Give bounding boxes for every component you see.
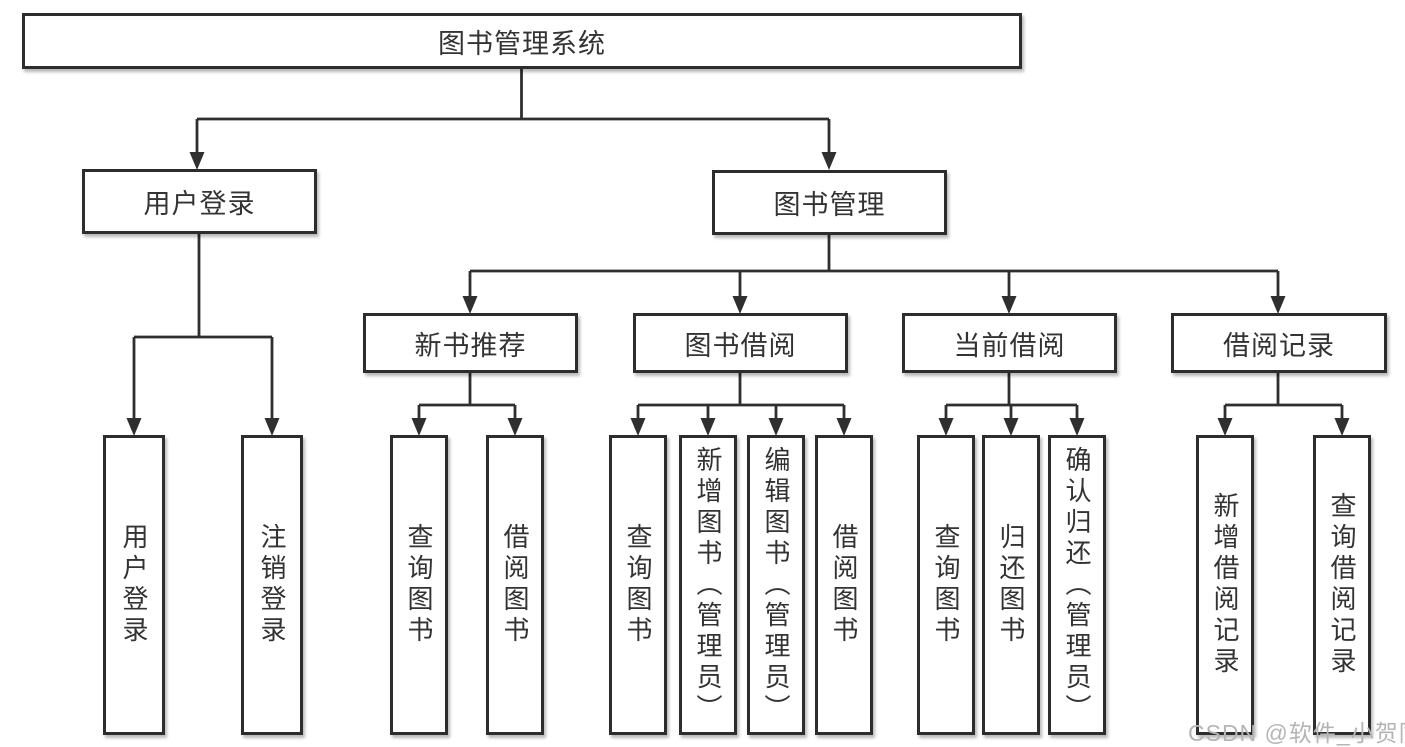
- leaf-cb-return-books-label: 归还图书: [996, 523, 1026, 647]
- csdn-watermark: CSDN @软件_小贺同学: [1188, 720, 1405, 746]
- node-library-system-label: 图书管理系统: [438, 28, 606, 59]
- leaf-logout-login-label: 注销登录: [257, 523, 287, 647]
- node-new-book-recommend-label: 新书推荐: [414, 330, 527, 361]
- leaf-cb-query-books-label: 查询图书: [931, 523, 961, 647]
- leaf-cb-query-books: 查询图书: [917, 435, 975, 735]
- node-user-login-label: 用户登录: [143, 189, 256, 219]
- node-book-borrow-label: 图书借阅: [684, 330, 797, 361]
- leaf-br-query-record-label: 查询借阅记录: [1327, 492, 1357, 678]
- node-borrow-records-label: 借阅记录: [1223, 330, 1335, 361]
- node-book-management-label: 图书管理: [773, 190, 886, 220]
- leaf-user-login-label: 用户登录: [119, 523, 149, 647]
- leaf-cb-confirm-return-admin-label: 确认归还（管理员）: [1062, 445, 1092, 725]
- leaf-cb-confirm-return-admin: 确认归还（管理员）: [1048, 435, 1106, 735]
- leaf-nb-borrow-books: 借阅图书: [486, 435, 544, 735]
- leaf-bb-borrow-books: 借阅图书: [815, 435, 873, 735]
- leaf-bb-edit-book-admin: 编辑图书（管理员）: [747, 435, 805, 735]
- node-book-borrow: 图书借阅: [633, 313, 848, 373]
- leaf-br-query-record: 查询借阅记录: [1313, 435, 1371, 735]
- leaf-nb-borrow-books-label: 借阅图书: [500, 523, 530, 647]
- leaf-bb-edit-book-admin-label: 编辑图书（管理员）: [761, 445, 791, 725]
- node-current-borrow-label: 当前借阅: [953, 330, 1066, 361]
- leaf-br-add-record: 新增借阅记录: [1196, 435, 1254, 735]
- leaf-br-add-record-label: 新增借阅记录: [1210, 492, 1240, 678]
- leaf-bb-borrow-books-label: 借阅图书: [829, 523, 859, 647]
- leaf-nb-query-books-label: 查询图书: [404, 523, 434, 647]
- leaf-bb-add-book-admin-label: 新增图书（管理员）: [693, 445, 723, 725]
- leaf-user-login: 用户登录: [103, 435, 165, 735]
- leaf-bb-query-books-label: 查询图书: [623, 523, 653, 647]
- node-borrow-records: 借阅记录: [1171, 313, 1387, 373]
- leaf-logout-login: 注销登录: [241, 435, 303, 735]
- node-book-management: 图书管理: [712, 170, 947, 235]
- node-new-book-recommend: 新书推荐: [363, 313, 578, 373]
- node-library-system: 图书管理系统: [22, 13, 1022, 69]
- leaf-bb-query-books: 查询图书: [609, 435, 667, 735]
- leaf-cb-return-books: 归还图书: [982, 435, 1040, 735]
- node-user-login: 用户登录: [82, 169, 317, 234]
- leaf-bb-add-book-admin: 新增图书（管理员）: [679, 435, 737, 735]
- node-current-borrow: 当前借阅: [902, 313, 1117, 373]
- leaf-nb-query-books: 查询图书: [390, 435, 448, 735]
